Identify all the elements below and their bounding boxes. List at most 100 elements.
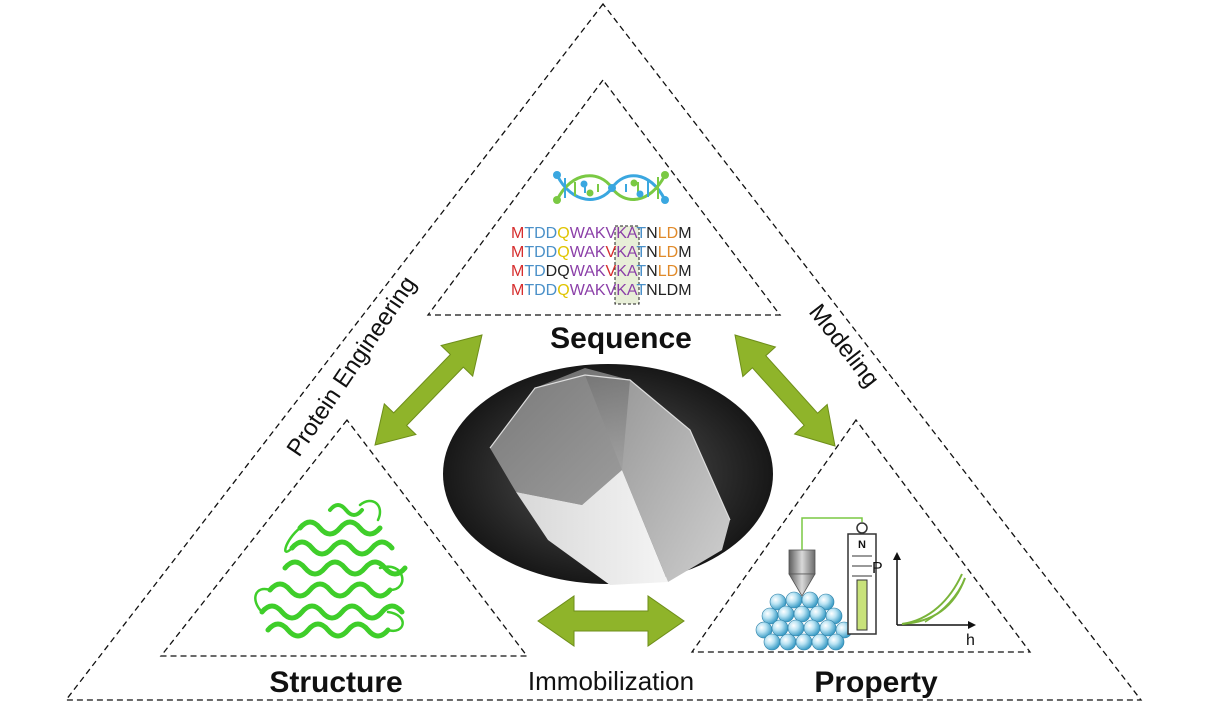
residue: D	[534, 263, 546, 280]
particle	[777, 605, 795, 623]
residue: A	[627, 263, 638, 280]
residue: M	[678, 225, 691, 242]
residue: K	[595, 244, 606, 261]
particle	[763, 633, 781, 651]
particle	[817, 593, 835, 611]
residue: D	[667, 282, 679, 299]
axis-label-p: P	[872, 560, 883, 577]
particle	[811, 633, 829, 651]
residue: T	[524, 282, 534, 299]
residue: L	[658, 282, 667, 299]
particle	[803, 619, 821, 637]
particle-cluster-icon	[755, 591, 853, 651]
residue: A	[584, 225, 595, 242]
residue: A	[584, 263, 595, 280]
residue: K	[595, 263, 606, 280]
residue: V	[606, 244, 617, 261]
residue: L	[658, 225, 667, 242]
particle	[785, 591, 803, 609]
particle	[787, 619, 805, 637]
residue: T	[636, 225, 646, 242]
residue: W	[570, 282, 586, 299]
residue: Q	[557, 244, 569, 261]
residue: M	[678, 263, 691, 280]
residue: M	[678, 244, 691, 261]
axis-label-h: h	[966, 632, 975, 649]
residue: N	[646, 225, 658, 242]
label-property: Property	[814, 666, 938, 699]
residue: W	[570, 263, 586, 280]
residue: D	[667, 225, 679, 242]
particle	[793, 605, 811, 623]
residue: T	[636, 282, 646, 299]
residue: Q	[557, 225, 569, 242]
residue: W	[570, 244, 586, 261]
sequence-row: MTDDQWAKVKATNLDM	[511, 282, 692, 299]
particle	[795, 633, 813, 651]
residue: V	[606, 225, 617, 242]
arrow-sequence-structure[interactable]	[374, 334, 483, 446]
residue: A	[584, 244, 595, 261]
residue: A	[627, 244, 638, 261]
residue: D	[534, 225, 546, 242]
crystal-image	[443, 364, 773, 585]
residue: V	[606, 282, 617, 299]
residue: W	[570, 225, 586, 242]
residue: T	[524, 244, 534, 261]
label-immobilization: Immobilization	[528, 666, 694, 696]
particle	[801, 591, 819, 609]
particle	[827, 633, 845, 651]
residue: Q	[557, 263, 569, 280]
residue: L	[658, 263, 667, 280]
arrow-structure-property[interactable]	[537, 595, 685, 647]
label-structure: Structure	[269, 666, 402, 699]
sequence-row: MTDDQWAKVKATNLDM	[511, 225, 692, 242]
gauge-label: N	[858, 539, 866, 551]
residue: A	[627, 282, 638, 299]
residue: D	[667, 244, 679, 261]
residue: D	[546, 225, 558, 242]
residue: K	[616, 244, 627, 261]
property-triangle	[690, 418, 1032, 653]
residue: M	[511, 225, 524, 242]
residue: D	[667, 263, 679, 280]
particle	[819, 619, 837, 637]
residue: K	[616, 225, 627, 242]
particle	[809, 605, 827, 623]
residue: M	[678, 282, 691, 299]
sequence-row: MTDDQWAKVKATNLDM	[511, 263, 692, 280]
residue: N	[646, 263, 658, 280]
residue: M	[511, 282, 524, 299]
residue: N	[646, 244, 658, 261]
label-modeling: Modeling	[803, 299, 884, 392]
residue: T	[636, 244, 646, 261]
residue: L	[658, 244, 667, 261]
residue: N	[646, 282, 658, 299]
residue: M	[511, 263, 524, 280]
particle	[779, 633, 797, 651]
residue: T	[524, 225, 534, 242]
residue: D	[546, 282, 558, 299]
indenter-icon	[788, 517, 863, 597]
residue: A	[627, 225, 638, 242]
residue: D	[534, 244, 546, 261]
residue: K	[595, 282, 606, 299]
outer-triangle	[64, 2, 1143, 701]
structure-triangle	[159, 418, 529, 657]
sequence-triangle	[426, 78, 782, 316]
residue: T	[524, 263, 534, 280]
sequence-highlight	[614, 225, 640, 305]
particle	[771, 619, 789, 637]
residue: K	[616, 282, 627, 299]
arrow-sequence-property[interactable]	[734, 334, 836, 447]
label-sequence: Sequence	[550, 322, 692, 355]
dna-icon	[553, 171, 669, 204]
load-displacement-graph: P h	[872, 552, 976, 649]
residue: T	[636, 263, 646, 280]
residue: D	[546, 244, 558, 261]
residue: A	[584, 282, 595, 299]
residue: K	[616, 263, 627, 280]
residue: V	[606, 263, 617, 280]
force-gauge-icon: N	[847, 522, 877, 635]
